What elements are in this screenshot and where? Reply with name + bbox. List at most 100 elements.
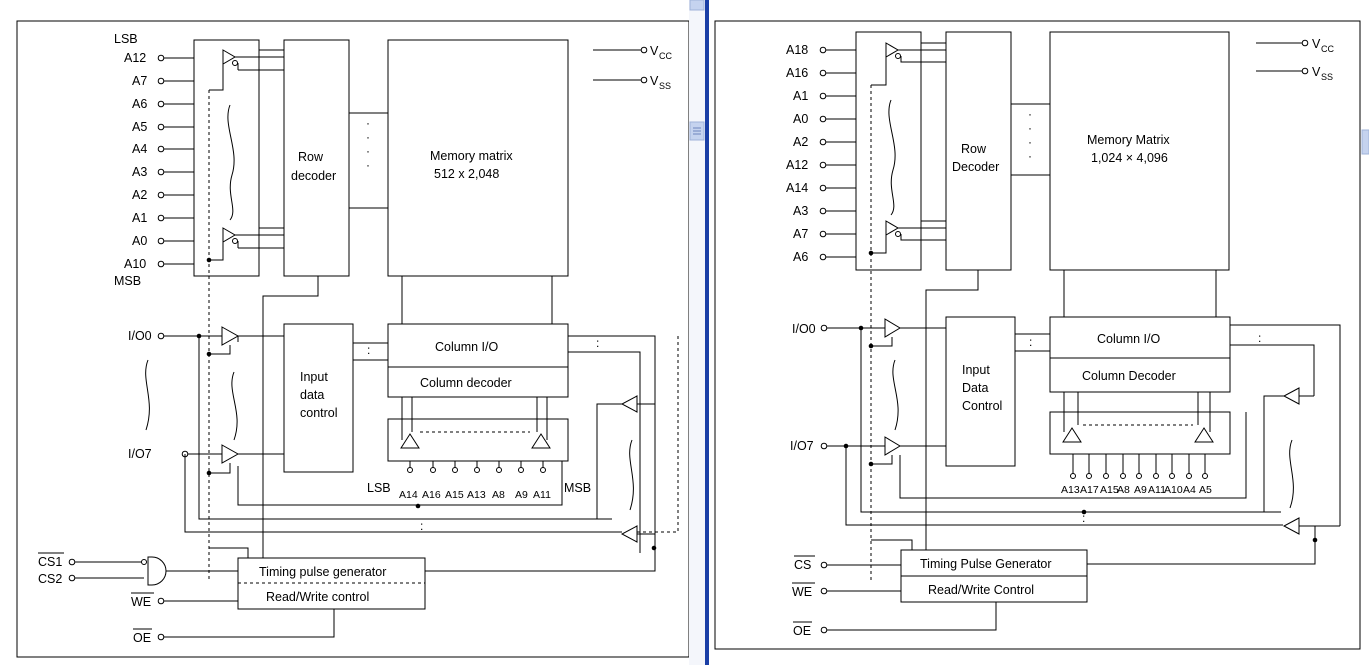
- vcc-sub: CC: [659, 51, 672, 61]
- input-data-label: Control: [962, 399, 1002, 413]
- timing-label: Timing pulse generator: [259, 565, 386, 579]
- we-label: WE: [792, 585, 812, 599]
- triangle-buffer-icon: [400, 433, 420, 449]
- vcc-sub: CC: [1321, 44, 1334, 54]
- right-row-decoder: [945, 31, 1012, 271]
- left-lsb-label: LSB: [114, 32, 138, 46]
- input-data-label: data: [300, 388, 324, 402]
- address-pin-label: A10: [124, 257, 146, 271]
- row-decoder-label: Decoder: [952, 160, 999, 174]
- ellipsis-dot: :: [420, 519, 423, 533]
- address-pin-label: A0: [793, 112, 808, 126]
- address-pin-label: A3: [793, 204, 808, 218]
- input-data-label: Input: [962, 363, 990, 377]
- col-pin-label: A11: [533, 489, 551, 501]
- address-pin-label: A5: [132, 120, 147, 134]
- ellipsis-dot: :: [367, 343, 370, 357]
- triangle-buffer-icon: [1194, 427, 1214, 443]
- column-io-label: Column I/O: [1097, 332, 1160, 346]
- ellipsis-dot: ·: [1028, 121, 1032, 135]
- col-pin-label: A9: [515, 489, 528, 501]
- right-column-block: [1049, 316, 1231, 393]
- divider-bar[interactable]: [705, 0, 709, 665]
- memory-title: Memory Matrix: [1087, 133, 1170, 147]
- left-scrollbar-track[interactable]: [689, 0, 705, 665]
- triangle-buffer-icon: [222, 49, 236, 65]
- memory-size: 1,024 × 4,096: [1091, 151, 1168, 165]
- we-label: WE: [131, 595, 151, 609]
- ellipsis-dot: :: [1082, 511, 1085, 525]
- col-pin-label: A13: [1061, 484, 1080, 496]
- cs-label: CS: [794, 558, 811, 572]
- right-scroll-grip[interactable]: [1361, 129, 1369, 155]
- continuation-mark: [892, 359, 899, 431]
- pin-circles: [819, 46, 827, 261]
- timing-label: Timing Pulse Generator: [920, 557, 1052, 571]
- vss-sub: SS: [659, 81, 671, 91]
- triangle-buffer-icon: [221, 326, 240, 346]
- left-address-pins: A12 A7 A6 A5 A4 A3 A2 A1 A0 A10: [124, 51, 194, 271]
- left-column-address-buffer: [387, 418, 569, 462]
- address-pin-label: A2: [132, 188, 147, 202]
- ellipsis-dot: ·: [366, 116, 370, 130]
- col-pin-label: A15: [1100, 484, 1119, 496]
- left-input-data-control: [283, 323, 354, 473]
- vcc-label: V: [1312, 37, 1321, 51]
- col-pin-label: A10: [1164, 484, 1183, 496]
- col-pin-label: A8: [1117, 484, 1130, 496]
- ellipsis-dot: ·: [1028, 107, 1032, 121]
- input-data-label: Input: [300, 370, 328, 384]
- memory-size: 512 x 2,048: [434, 167, 499, 181]
- left-panel: LSB MSB A12 A7 A6 A5 A4 A3 A2 A1 A0 A10: [16, 20, 690, 658]
- triangle-buffer-icon: [885, 220, 899, 236]
- io7-label: I/O7: [128, 447, 152, 461]
- col-msb-label: MSB: [564, 481, 591, 495]
- ellipsis-dot: ·: [1028, 149, 1032, 163]
- continuation-mark: [145, 359, 150, 431]
- vss-sub: SS: [1321, 72, 1333, 82]
- address-pin-label: A12: [124, 51, 146, 65]
- col-pin-label: A9: [1134, 484, 1147, 496]
- oe-label: OE: [133, 631, 151, 645]
- col-pin-label: A11: [1148, 484, 1166, 496]
- continuation-mark: [629, 439, 634, 511]
- panel-divider: [689, 0, 709, 665]
- triangle-buffer-icon: [884, 318, 901, 338]
- address-pin-label: A1: [793, 89, 808, 103]
- rw-control-label: Read/Write Control: [928, 583, 1034, 597]
- ellipsis-dot: ·: [366, 130, 370, 144]
- address-pin-label: A7: [132, 74, 147, 88]
- col-pin-label: A15: [445, 489, 464, 501]
- column-io-label: Column I/O: [435, 340, 498, 354]
- input-data-label: control: [300, 406, 338, 420]
- ellipsis-dot: :: [1258, 331, 1261, 345]
- triangle-buffer-icon: [620, 395, 638, 413]
- left-memory-matrix: [387, 39, 569, 277]
- address-pin-label: A3: [132, 165, 147, 179]
- address-pin-label: A14: [786, 181, 808, 195]
- right-column-address-buffer: [1049, 411, 1231, 455]
- row-decoder-label: Row: [298, 150, 324, 164]
- left-row-decoder: [283, 39, 350, 277]
- scroll-up-button[interactable]: [689, 0, 705, 11]
- ellipsis-dot: ·: [366, 158, 370, 172]
- triangle-buffer-icon: [222, 227, 236, 243]
- triangle-buffer-icon: [1282, 517, 1300, 535]
- col-lsb-label: LSB: [367, 481, 391, 495]
- address-pin-label: A6: [793, 250, 808, 264]
- col-pin-label: A14: [399, 489, 418, 501]
- triangle-buffer-icon: [885, 42, 899, 58]
- column-decoder-label: Column Decoder: [1082, 369, 1176, 383]
- io7-label: I/O7: [790, 439, 814, 453]
- address-pin-label: A12: [786, 158, 808, 172]
- address-pin-label: A16: [786, 66, 808, 80]
- right-panel: A18 A16 A1 A0 A2 A12 A14 A3 A7 A6: [714, 20, 1369, 650]
- cs1-label: CS1: [38, 555, 62, 569]
- right-input-data-control: [945, 316, 1016, 467]
- cs2-label: CS2: [38, 572, 62, 586]
- address-pin-label: A2: [793, 135, 808, 149]
- memory-title: Memory matrix: [430, 149, 513, 163]
- column-decoder-label: Column decoder: [420, 376, 512, 390]
- address-pin-label: A6: [132, 97, 147, 111]
